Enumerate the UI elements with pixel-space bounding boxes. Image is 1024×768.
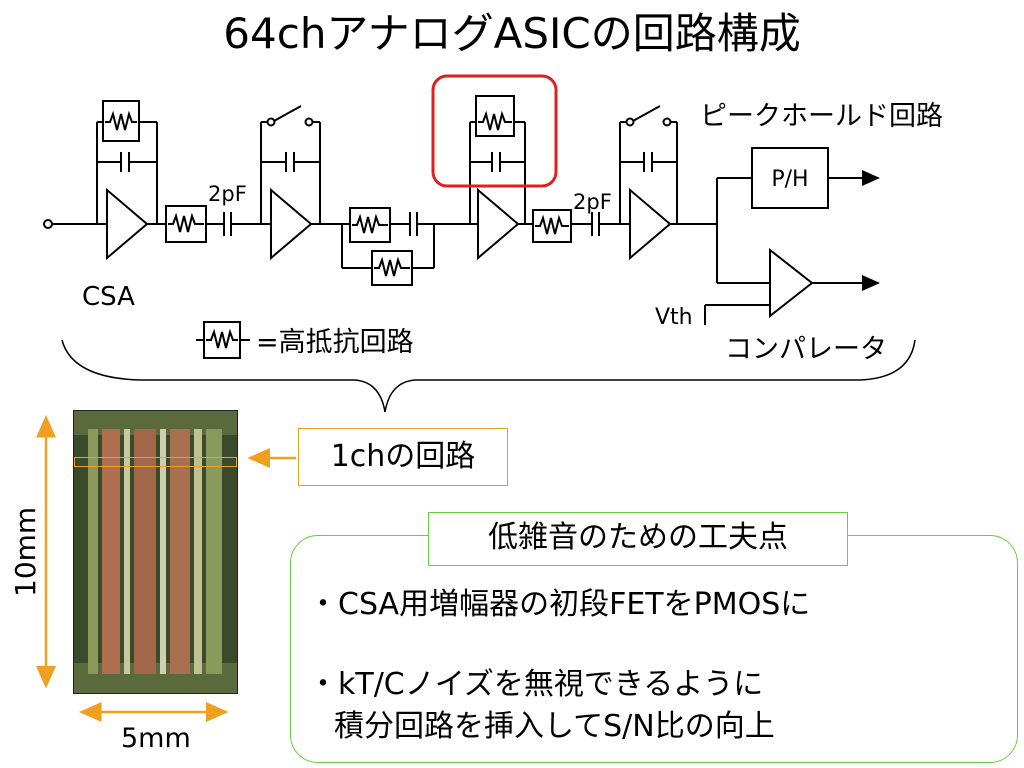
peak-hold-box <box>751 147 829 209</box>
highlight-frame <box>431 74 558 188</box>
lownoise-title: 低雑音のための工夫点 <box>428 512 848 566</box>
csa-amplifier <box>106 187 149 261</box>
cap2-label: 2pF <box>573 190 612 214</box>
amplifier-2 <box>270 187 313 261</box>
amplifier-4 <box>629 187 672 261</box>
bullet-ktc-line2: 積分回路を挿入してS/N比の向上 <box>334 709 775 744</box>
csa-label: CSA <box>82 282 135 312</box>
width-label: 5mm <box>121 723 191 754</box>
comparator-label: コンパレータ <box>725 334 887 365</box>
ph-box-label: P/H <box>771 167 808 192</box>
bullet-pmos: ・CSA用増幅器の初段FETをPMOSに <box>308 587 811 622</box>
cap1-label: 2pF <box>208 182 247 206</box>
bullet-ktc-line1: ・kT/Cノイズを無視できるように <box>308 667 764 702</box>
amplifier-3 <box>477 187 520 261</box>
brace <box>61 339 916 413</box>
height-label: 10mm <box>9 507 42 597</box>
peak-hold-label: ピークホールド回路 <box>700 101 943 132</box>
input-terminal <box>43 219 53 229</box>
chip-photo <box>73 410 238 694</box>
slide-title: 64chアナログASICの回路構成 <box>223 9 801 58</box>
onech-label-box: 1chの回路 <box>298 428 508 486</box>
legend-label: =高抵抗回路 <box>256 327 414 358</box>
onech-highlight <box>74 457 237 467</box>
comparator <box>769 247 814 319</box>
vth-label: Vth <box>655 305 693 330</box>
